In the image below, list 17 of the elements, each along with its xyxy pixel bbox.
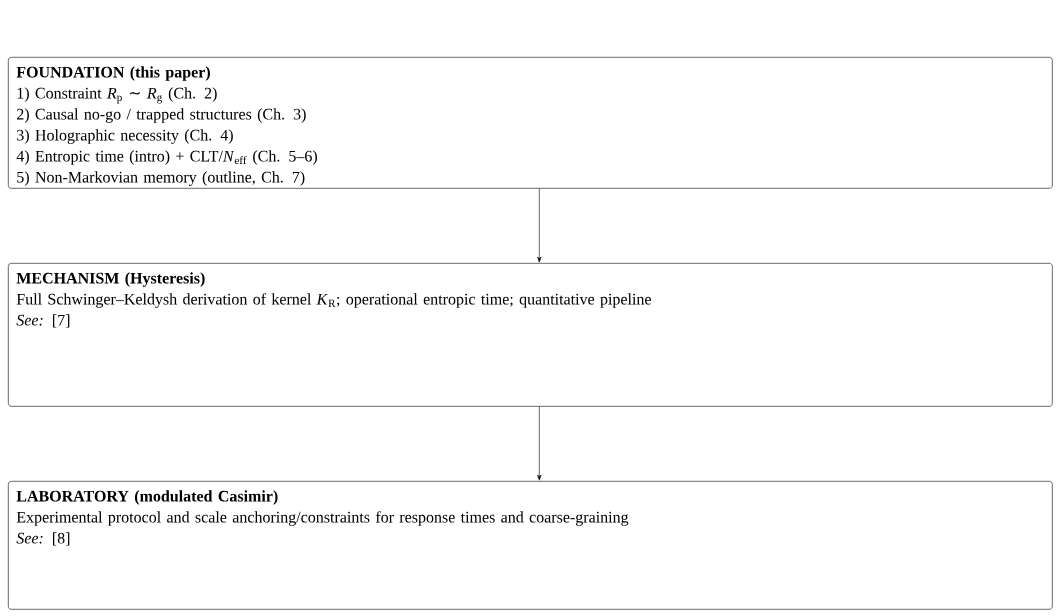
box-text: 4) Entropic time (intro) + CLT/N$_{eff}$ (Ch. 5–6): [16, 150, 317, 165]
box-text: 5) Non-Markovian memory (outline, Ch. 7): [17, 171, 305, 186]
box-text: Experimental protocol and scale anchoring/constraints for response times and coarse-graining: [16, 511, 629, 526]
stage-box: [8, 263, 1053, 407]
box-heading: MECHANISM (Hysteresis): [16, 272, 205, 287]
box-text: 1) Constraint R$_{p}$ ∼ R$_{g}$ (Ch. 2): [17, 87, 217, 104]
box-text: See: [8]: [16, 532, 70, 546]
box-text: See: [7]: [16, 314, 70, 328]
box-heading: LABORATORY (modulated Casimir): [16, 490, 278, 505]
box-text: Full Schwinger–Keldysh derivation of kernel K$_{R}$; operational entropic time; quantitative pipeline: [16, 293, 651, 308]
arrow: [537, 188, 542, 263]
arrow: [537, 406, 542, 481]
stage-box: [8, 57, 1053, 189]
stage-box: [8, 481, 1053, 610]
box-text: 2) Causal no-go / trapped structures (Ch. 3): [17, 108, 306, 123]
box-text: 3) Holographic necessity (Ch. 4): [17, 129, 233, 144]
box-heading: FOUNDATION (this paper): [16, 66, 210, 81]
